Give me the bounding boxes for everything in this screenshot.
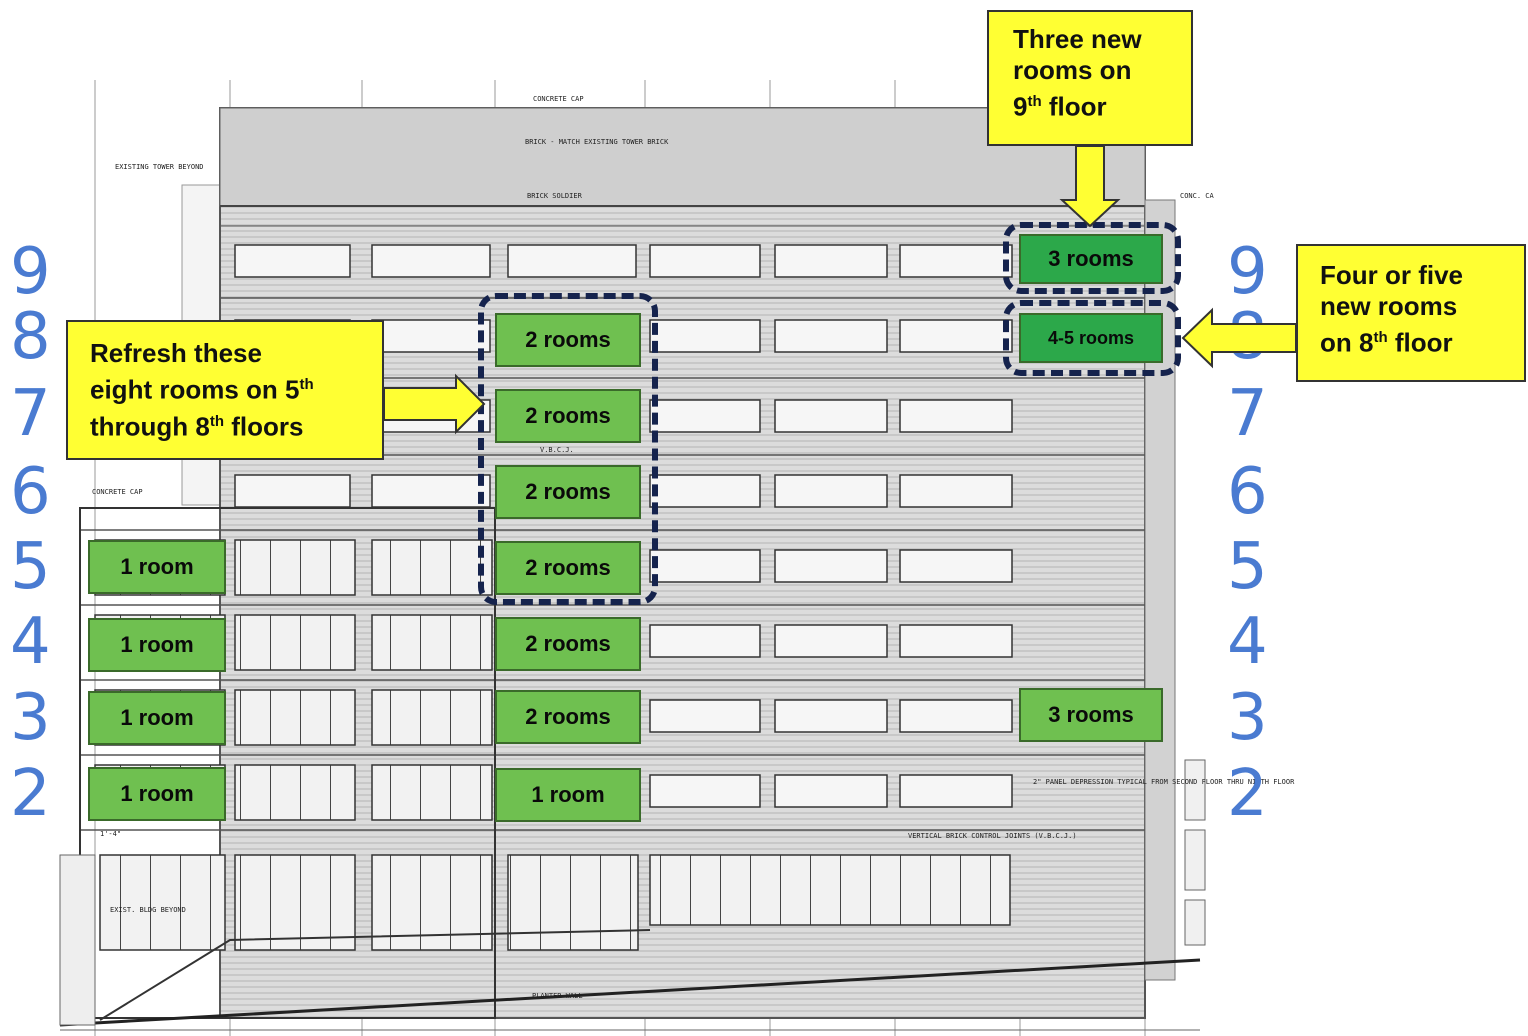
note-panel-depression: 2" PANEL DEPRESSION TYPICAL FROM SECOND … (1033, 778, 1295, 786)
floor-number-right-8: 8 (1227, 300, 1268, 374)
callout-eighth-line-1: Four or five (1320, 260, 1464, 290)
callout-eighth-line-3: on 8th floor (1320, 327, 1453, 358)
room-label-left-floor-4: 1 room (88, 618, 226, 672)
note-brick-soldier: BRICK SOLDIER (527, 192, 583, 200)
room-label-center-floor-6: 2 rooms (495, 465, 641, 519)
note-vertical-joints: VERTICAL BRICK CONTROL JOINTS (V.B.C.J.) (908, 832, 1077, 840)
floor-number-left-4: 4 (10, 605, 51, 679)
floor-number-left-5: 5 (10, 530, 51, 604)
note-concrete-cap-left: CONCRETE CAP (92, 488, 143, 496)
eighth-floor-outline (1003, 300, 1181, 376)
room-label-center-floor-7: 2 rooms (495, 389, 641, 443)
room-label-right-floor-9: 3 rooms (1019, 234, 1163, 284)
callout-ninth-line-3: 9th floor (1013, 91, 1107, 122)
floor-number-left-3: 3 (10, 681, 51, 755)
room-label-center-floor-8: 2 rooms (495, 313, 641, 367)
callout-eighth-floor: Four or five new rooms on 8th floor (1296, 244, 1526, 382)
floor-number-right-4: 4 (1227, 605, 1268, 679)
floor-number-right-9: 9 (1227, 235, 1268, 309)
floor-number-right-7: 7 (1227, 377, 1268, 451)
room-label-center-floor-4: 2 rooms (495, 617, 641, 671)
floor-number-right-5: 5 (1227, 530, 1268, 604)
room-label-center-floor-3: 2 rooms (495, 690, 641, 744)
callout-eighth-line-2: new rooms (1320, 291, 1458, 321)
callout-ninth-floor: Three new rooms on 9th floor (987, 10, 1193, 146)
floor-number-right-3: 3 (1227, 681, 1268, 755)
room-label-right-floor-3: 3 rooms (1019, 688, 1163, 742)
floor-number-right-2: 2 (1227, 757, 1268, 831)
room-label-center-floor-5: 2 rooms (495, 541, 641, 595)
room-label-left-floor-5: 1 room (88, 540, 226, 594)
floor-number-right-6: 6 (1227, 455, 1268, 529)
note-exist-bldg: EXIST. BLDG BEYOND (110, 906, 186, 914)
note-dim: 1'-4" (100, 830, 121, 838)
floor-number-left-8: 8 (10, 300, 51, 374)
note-brick-match: BRICK - MATCH EXISTING TOWER BRICK (525, 138, 669, 146)
floor-number-left-7: 7 (10, 377, 51, 451)
room-label-left-floor-2: 1 room (88, 767, 226, 821)
note-planter-wall: PLANTER WALL (532, 992, 583, 1000)
floor-number-left-2: 2 (10, 757, 51, 831)
callout-refresh-line-1: Refresh these (90, 338, 262, 368)
floor-number-left-9: 9 (10, 235, 51, 309)
note-existing-tower: EXISTING TOWER BEYOND (115, 163, 204, 171)
note-concrete-cap: CONCRETE CAP (533, 95, 584, 103)
callout-refresh-line-2: eight rooms on 5th (90, 374, 314, 405)
note-vbcj: V.B.C.J. (540, 446, 574, 454)
callout-refresh-rooms: Refresh these eight rooms on 5th through… (66, 320, 384, 460)
room-label-center-floor-2: 1 room (495, 768, 641, 822)
note-conc-cap-right: CONC. CA (1180, 192, 1215, 200)
callout-ninth-line-1: Three new (1013, 24, 1142, 54)
room-label-right-floor-8: 4-5 rooms (1019, 313, 1163, 363)
floor-number-left-6: 6 (10, 455, 51, 529)
callout-ninth-line-2: rooms on (1013, 55, 1132, 85)
refresh-group-outline (478, 293, 658, 605)
callout-refresh-line-3: through 8th floors (90, 411, 304, 442)
room-label-left-floor-3: 1 room (88, 691, 226, 745)
